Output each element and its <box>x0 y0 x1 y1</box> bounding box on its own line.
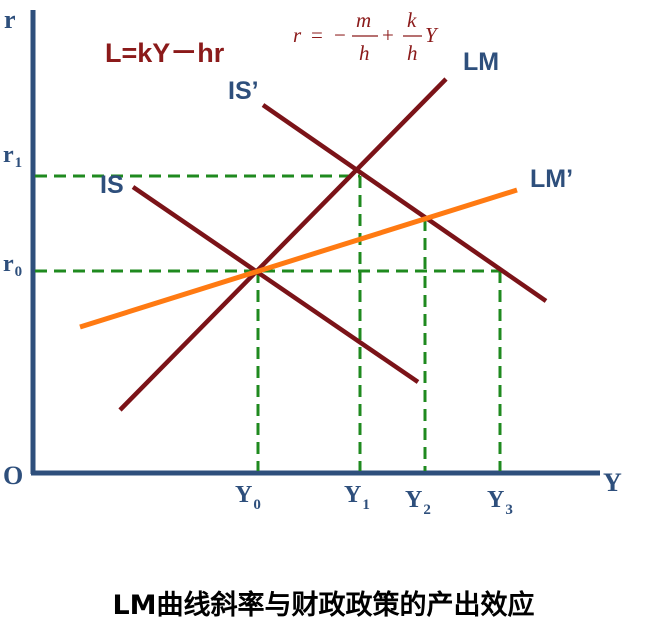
money-demand-formula: L=kY－hr <box>105 38 225 68</box>
is-curve <box>131 185 420 384</box>
y2-base: Y <box>405 487 422 513</box>
y-axis-label: r <box>4 5 16 34</box>
y3-sub: 3 <box>505 502 513 518</box>
lm-eq-h1: h <box>359 41 370 65</box>
y0-tick-label: Y0 <box>235 482 261 513</box>
lm-eq-plus: + <box>382 23 394 47</box>
lm-equation: r = − m h + k h Y <box>293 8 439 65</box>
lm-prime-curve <box>79 187 518 330</box>
is-prime-curve <box>261 103 548 303</box>
r0-tick-label: r0 <box>3 251 22 280</box>
r1-tick-label: r1 <box>3 142 22 171</box>
y0-sub: 0 <box>253 497 261 513</box>
y3-tick-label: Y3 <box>487 487 513 518</box>
lm-eq-lhs: r <box>293 23 302 47</box>
lm-eq-m: m <box>356 8 371 32</box>
lm-label: LM <box>463 48 499 76</box>
lm-curve <box>118 77 448 412</box>
lm-prime-label: LM’ <box>530 165 573 193</box>
r0-base: r <box>3 251 14 277</box>
y1-base: Y <box>344 482 361 508</box>
is-label: IS <box>100 171 124 199</box>
lm-eq-minus: − <box>334 23 346 47</box>
lm-eq-h2: h <box>407 41 418 65</box>
guide-lines <box>35 174 502 471</box>
r0-sub: 0 <box>15 264 23 280</box>
origin-label: O <box>3 461 23 490</box>
y3-base: Y <box>487 487 504 513</box>
lm-eq-y: Y <box>425 23 439 47</box>
lm-eq-k: k <box>407 8 417 32</box>
x-axis-label: Y <box>603 468 622 497</box>
r1-sub: 1 <box>15 155 23 171</box>
y1-tick-label: Y1 <box>344 482 370 513</box>
is-prime-label: IS’ <box>228 77 259 105</box>
y2-tick-label: Y2 <box>405 487 431 518</box>
y2-sub: 2 <box>423 502 431 518</box>
r1-base: r <box>3 142 14 168</box>
y0-base: Y <box>235 482 252 508</box>
diagram-caption: LM曲线斜率与财政政策的产出效应 <box>112 590 535 621</box>
y1-sub: 1 <box>362 497 370 513</box>
lm-eq-equals: = <box>311 23 323 47</box>
